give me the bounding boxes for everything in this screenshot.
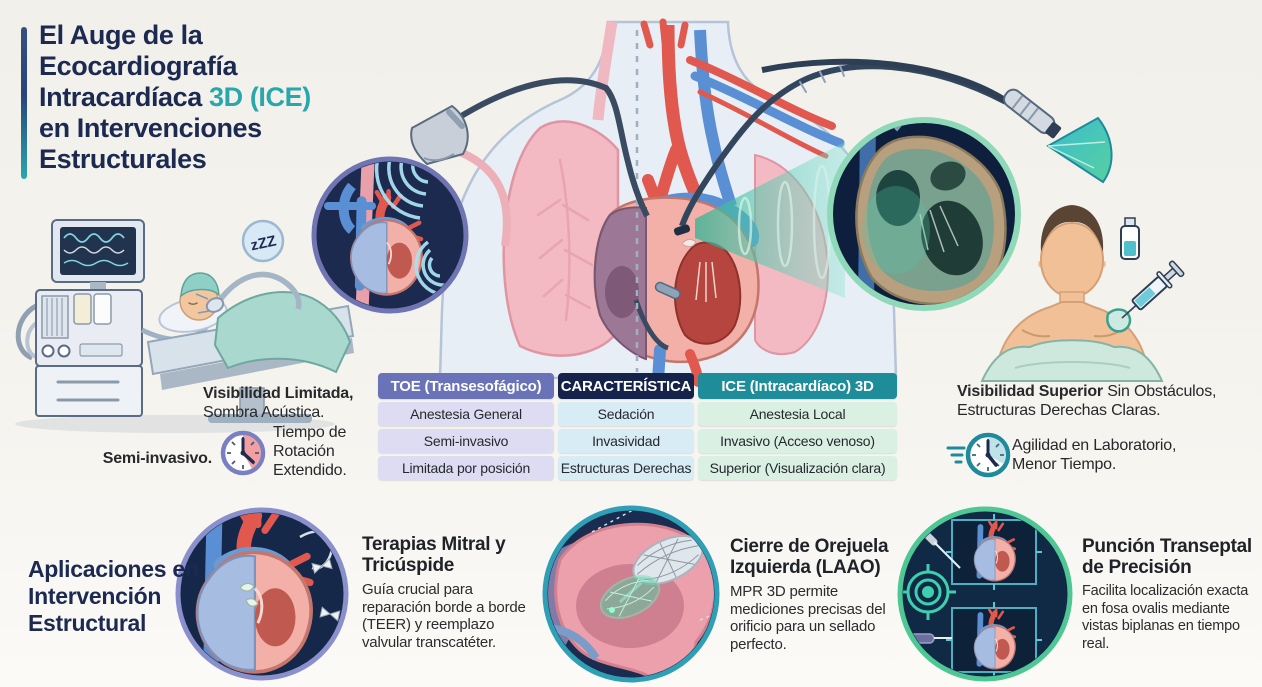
application-title: Punción Transeptal de Precisión bbox=[1082, 536, 1252, 578]
sedated-patient-illustration bbox=[179, 271, 352, 374]
table-header-ice: ICE (Intracardíaco) 3D bbox=[698, 373, 897, 399]
title-line-3-pre: Intracardíaca bbox=[39, 82, 209, 112]
toe-inset-circle bbox=[311, 77, 650, 314]
application-item-laao: Cierre de Orejuela Izquierda (LAAO) MPR … bbox=[730, 536, 920, 653]
toe-probe-illustration bbox=[410, 77, 650, 247]
ice-visibility-caption-rest: Sin Obstáculos, Estructuras Derechas Cla… bbox=[957, 383, 1217, 419]
awake-patient-illustration bbox=[980, 205, 1164, 382]
great-vessels bbox=[592, 18, 845, 219]
anesthetic-vial-icon bbox=[1120, 217, 1140, 260]
title-line-5: Estructurales bbox=[39, 144, 207, 174]
title-line-2: Ecocardiografía bbox=[39, 51, 238, 81]
title-accent-bar bbox=[21, 27, 27, 179]
application-title: Cierre de Orejuela Izquierda (LAAO) bbox=[730, 536, 889, 578]
table-cell-structures: Estructuras Derechas bbox=[558, 456, 694, 480]
table-cell-anesthesia-toe: Anestesia General bbox=[378, 402, 554, 426]
anesthesia-machine-illustration bbox=[15, 219, 211, 417]
application-title: Terapias Mitral y Tricúspide bbox=[362, 534, 506, 576]
application-description: MPR 3D permite mediciones precisas del o… bbox=[730, 583, 886, 653]
transeptal-circle bbox=[897, 506, 1073, 682]
title-line-3-highlight: 3D (ICE) bbox=[209, 82, 311, 112]
ice-visibility-caption: Visibilidad Superior Sin Obstáculos, Est… bbox=[957, 382, 1251, 420]
table-cell-anesthesia-ice: Anestesia Local bbox=[698, 402, 897, 426]
table-cell-structures-toe: Limitada por posición bbox=[378, 456, 554, 480]
table-cell-structures-ice: Superior (Visualización clara) bbox=[698, 456, 897, 480]
zzz-bubble: zZZ bbox=[241, 219, 285, 263]
laao-circle bbox=[542, 505, 720, 683]
split-torso-illustration bbox=[438, 18, 1008, 387]
table-header-toe: TOE (Transesofágico) bbox=[378, 373, 554, 399]
table-header-caracteristica: CARACTERÍSTICA bbox=[558, 373, 694, 399]
extended-time-clock-icon bbox=[220, 430, 266, 476]
toe-visibility-caption-bold: Visibilidad Limitada, bbox=[203, 385, 354, 402]
comparison-table: TOE (Transesofágico) CARACTERÍSTICA ICE … bbox=[378, 373, 897, 480]
application-item-transeptal: Punción Transeptal de Precisión Facilita… bbox=[1082, 536, 1262, 653]
table-cell-anesthesia: Sedación bbox=[558, 402, 694, 426]
target-crosshair-icon bbox=[903, 564, 956, 620]
sedated-patient-scene: zZZ bbox=[15, 219, 355, 433]
echo-beam bbox=[695, 142, 845, 298]
toe-visibility-caption-rest: Sombra Acústica. bbox=[203, 404, 325, 421]
ice-catheter-handle bbox=[761, 58, 1113, 184]
3d-fan-icon bbox=[1046, 116, 1113, 184]
toe-visibility-caption: Visibilidad Limitada, Sombra Acústica. bbox=[203, 384, 385, 422]
title-line-3: Intracardíaca 3D (ICE) bbox=[39, 82, 379, 113]
fast-time-clock-icon bbox=[946, 432, 1011, 478]
mitral-tricuspid-circle bbox=[175, 507, 349, 681]
ice-visibility-caption-bold: Visibilidad Superior bbox=[957, 383, 1103, 400]
ice-time-caption: Agilidad en Laboratorio, Menor Tiempo. bbox=[1012, 437, 1177, 473]
magnified-heart-circle bbox=[761, 58, 1113, 311]
applications-heading: Aplicaciones en Intervención Estructural bbox=[28, 556, 199, 636]
table-cell-invasiveness: Invasividad bbox=[558, 429, 694, 453]
application-item-mitral: Terapias Mitral y Tricúspide Guía crucia… bbox=[362, 534, 534, 651]
toe-invasive-label: Semi-invasivo. bbox=[102, 450, 212, 467]
zzz-text: zZZ bbox=[249, 232, 278, 254]
toe-time-caption: Tiempo de Rotación Extendido. bbox=[273, 424, 347, 479]
syringe-icon bbox=[1121, 260, 1185, 319]
awake-patient-scene bbox=[980, 205, 1185, 382]
table-cell-invasiveness-ice: Invasivo (Acceso venoso) bbox=[698, 429, 897, 453]
left-lung bbox=[502, 120, 620, 357]
table-cell-invasiveness-toe: Semi-invasivo bbox=[378, 429, 554, 453]
title-line-1: El Auge de la bbox=[39, 20, 203, 50]
application-description: Guía crucial para reparación borde a bor… bbox=[362, 581, 526, 651]
title-line-4: en Intervenciones bbox=[39, 113, 262, 143]
application-description: Facilita localización exacta en fosa ova… bbox=[1082, 583, 1249, 652]
page-title: El Auge de la Ecocardiografía Intracardí… bbox=[39, 20, 379, 175]
